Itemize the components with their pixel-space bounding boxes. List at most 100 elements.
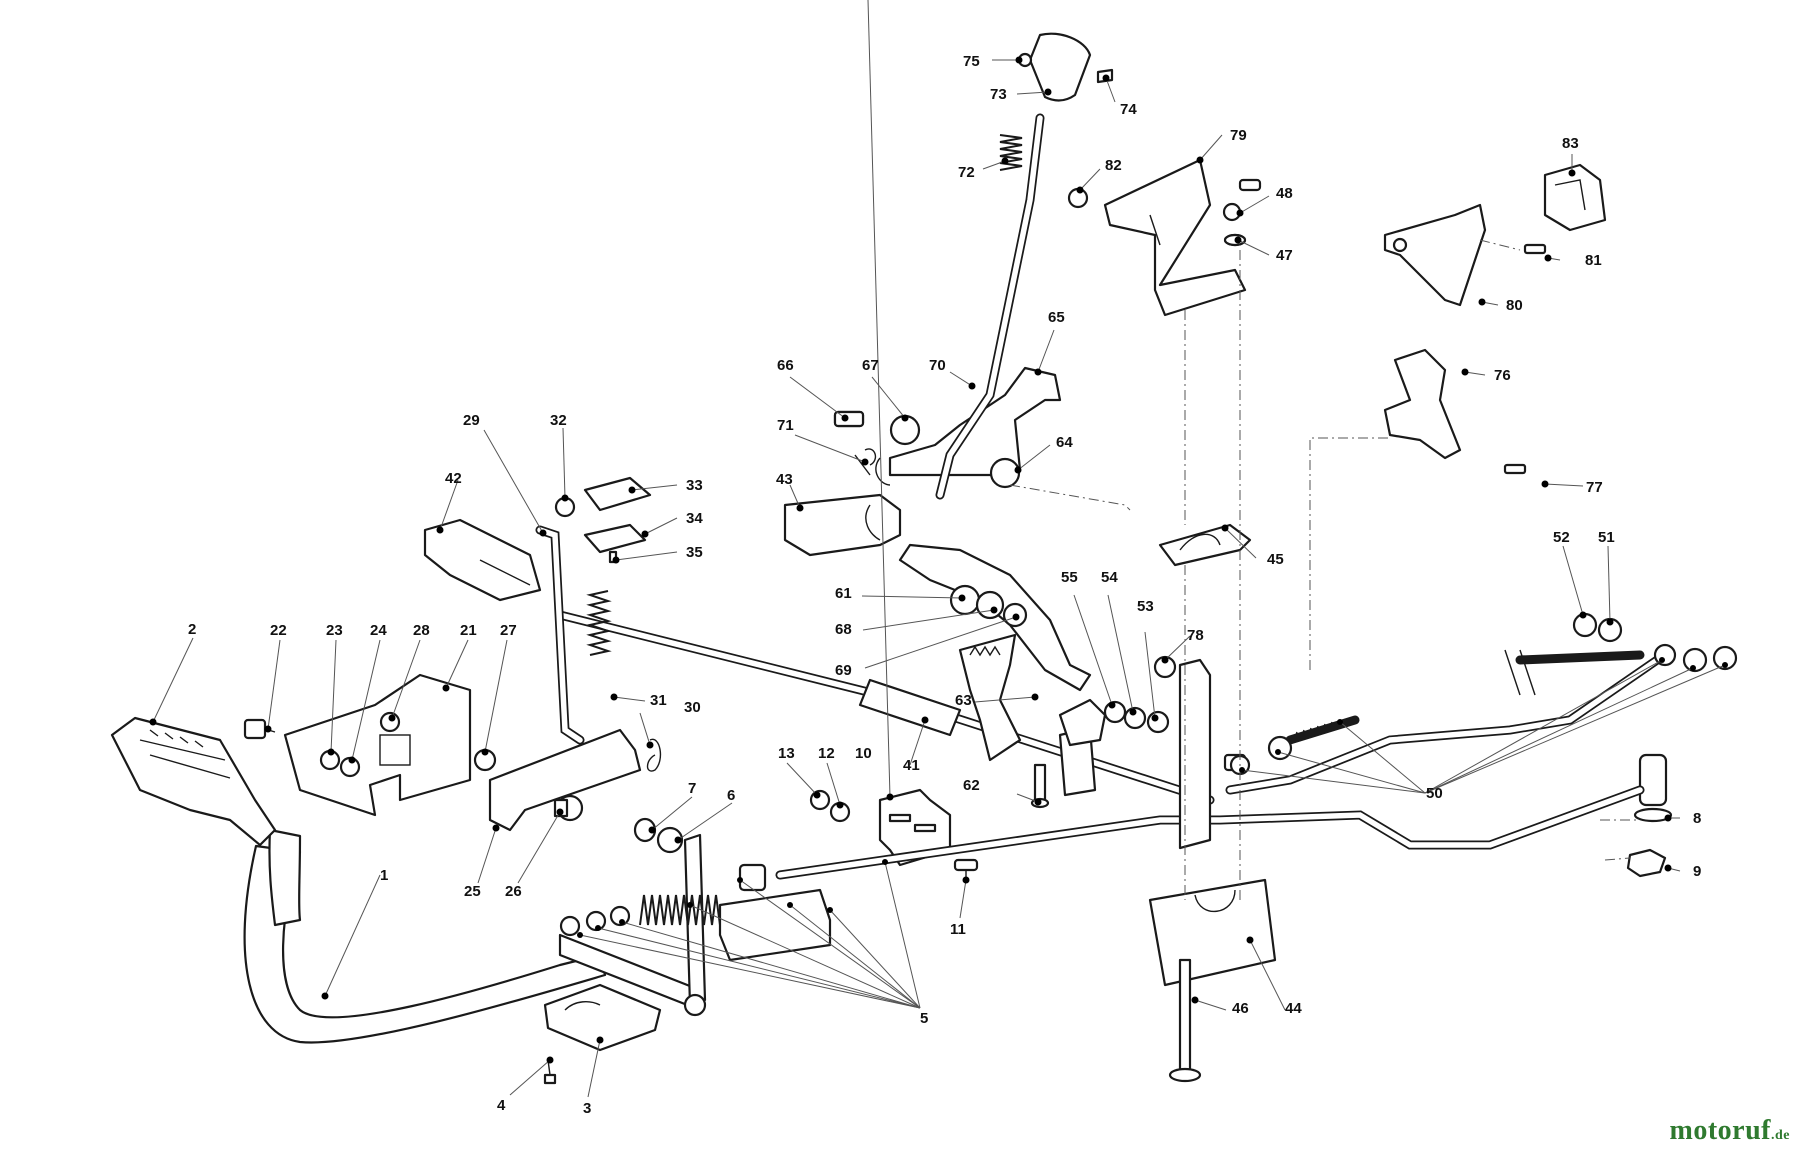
callout-22: 22 bbox=[270, 622, 287, 639]
callout-32: 32 bbox=[550, 412, 567, 429]
bracket-80-part bbox=[1383, 203, 1487, 307]
callout-11: 11 bbox=[950, 921, 966, 938]
callout-54: 54 bbox=[1101, 569, 1118, 586]
callout-34: 34 bbox=[686, 510, 703, 527]
rod-end-part bbox=[1626, 753, 1673, 878]
callout-35: 35 bbox=[686, 544, 703, 561]
callout-42: 42 bbox=[445, 470, 462, 487]
callout-67: 67 bbox=[862, 357, 879, 374]
callout-1: 1 bbox=[380, 867, 388, 884]
callout-30: 30 bbox=[684, 699, 701, 716]
lever-assembly-part bbox=[898, 543, 1097, 797]
callout-68: 68 bbox=[835, 621, 852, 638]
callout-72: 72 bbox=[958, 164, 975, 181]
callout-80: 80 bbox=[1506, 297, 1523, 314]
rod-bracket-part bbox=[809, 788, 979, 880]
callout-25: 25 bbox=[464, 883, 481, 900]
callout-53: 53 bbox=[1137, 598, 1154, 615]
pedal-pad-part bbox=[110, 716, 277, 847]
callout-81: 81 bbox=[1585, 252, 1602, 269]
callout-78: 78 bbox=[1187, 627, 1204, 644]
callout-leaders bbox=[149, 0, 1728, 1098]
callout-79: 79 bbox=[1230, 127, 1247, 144]
callout-2: 2 bbox=[188, 621, 196, 638]
vertical-bracket-part bbox=[1153, 655, 1212, 850]
callout-76: 76 bbox=[1494, 367, 1511, 384]
callout-65: 65 bbox=[1048, 309, 1065, 326]
callout-33: 33 bbox=[686, 477, 703, 494]
parts-layer bbox=[110, 32, 1738, 1085]
callout-13: 13 bbox=[778, 745, 795, 762]
callout-63: 63 bbox=[955, 692, 972, 709]
clamp-part bbox=[1158, 523, 1252, 567]
callout-21: 21 bbox=[460, 622, 477, 639]
callout-5: 5 bbox=[920, 1010, 928, 1027]
sleeve-part bbox=[858, 678, 962, 737]
callout-7: 7 bbox=[688, 780, 696, 797]
yoke-part bbox=[1058, 698, 1107, 747]
callout-41: 41 bbox=[903, 757, 920, 774]
callout-55: 55 bbox=[1061, 569, 1078, 586]
callout-75: 75 bbox=[963, 53, 980, 70]
support-block-part bbox=[1148, 878, 1277, 987]
callout-23: 23 bbox=[326, 622, 343, 639]
callout-71: 71 bbox=[777, 417, 794, 434]
return-spring-part bbox=[639, 894, 721, 926]
callout-69: 69 bbox=[835, 662, 852, 679]
callout-28: 28 bbox=[413, 622, 430, 639]
callout-47: 47 bbox=[1276, 247, 1293, 264]
knob-part bbox=[1017, 32, 1114, 102]
callout-77: 77 bbox=[1586, 479, 1603, 496]
bolt-46-part bbox=[1168, 958, 1202, 1083]
shift-rod-part bbox=[935, 113, 1045, 500]
callout-10: 10 bbox=[855, 745, 872, 762]
bracket-76-part bbox=[1383, 348, 1462, 460]
callout-66: 66 bbox=[777, 357, 794, 374]
pedal-shaft-part bbox=[243, 828, 607, 1044]
callout-6: 6 bbox=[727, 787, 735, 804]
callout-70: 70 bbox=[929, 357, 946, 374]
nuts-51-52-part bbox=[1572, 612, 1623, 643]
callout-24: 24 bbox=[370, 622, 387, 639]
threaded-rod-part bbox=[1223, 643, 1738, 776]
foot-pad-part bbox=[554, 476, 652, 564]
callout-labels: 1 2 3 4 5 6 7 8 9 10 11 12 13 21 22 23 2… bbox=[188, 53, 1701, 1117]
brake-pedal-part bbox=[423, 518, 542, 602]
callout-4: 4 bbox=[497, 1097, 506, 1114]
callout-44: 44 bbox=[1285, 1000, 1302, 1017]
callout-3: 3 bbox=[583, 1100, 591, 1117]
switch-part bbox=[1543, 163, 1607, 232]
callout-8: 8 bbox=[1693, 810, 1701, 827]
callout-73: 73 bbox=[990, 86, 1007, 103]
callout-51: 51 bbox=[1598, 529, 1615, 546]
main-rod-part bbox=[555, 610, 1665, 880]
callout-83: 83 bbox=[1562, 135, 1579, 152]
callout-52: 52 bbox=[1553, 529, 1570, 546]
clip-part bbox=[646, 738, 662, 772]
callout-43: 43 bbox=[776, 471, 793, 488]
plate-part bbox=[488, 728, 642, 832]
link-rod-part bbox=[535, 525, 585, 745]
callout-46: 46 bbox=[1232, 1000, 1249, 1017]
watermark-suffix: .de bbox=[1771, 1128, 1790, 1143]
callout-48: 48 bbox=[1276, 185, 1293, 202]
link-spring-part bbox=[586, 590, 612, 656]
callout-27: 27 bbox=[500, 622, 517, 639]
callout-61: 61 bbox=[835, 585, 852, 602]
rod-spring-part bbox=[999, 134, 1023, 171]
assembly-lines bbox=[1009, 239, 1640, 900]
washer-6-part bbox=[633, 817, 684, 854]
callout-12: 12 bbox=[818, 745, 835, 762]
callout-31: 31 bbox=[650, 692, 667, 709]
callout-9: 9 bbox=[1693, 863, 1701, 880]
bolt-66-part bbox=[833, 410, 877, 476]
callout-26: 26 bbox=[505, 883, 522, 900]
callout-82: 82 bbox=[1105, 157, 1122, 174]
watermark-text: motoruf bbox=[1669, 1115, 1771, 1146]
callout-64: 64 bbox=[1056, 434, 1073, 451]
callout-45: 45 bbox=[1267, 551, 1284, 568]
callout-50: 50 bbox=[1426, 785, 1443, 802]
mounting-bracket-part bbox=[243, 673, 497, 817]
callout-74: 74 bbox=[1120, 101, 1137, 118]
